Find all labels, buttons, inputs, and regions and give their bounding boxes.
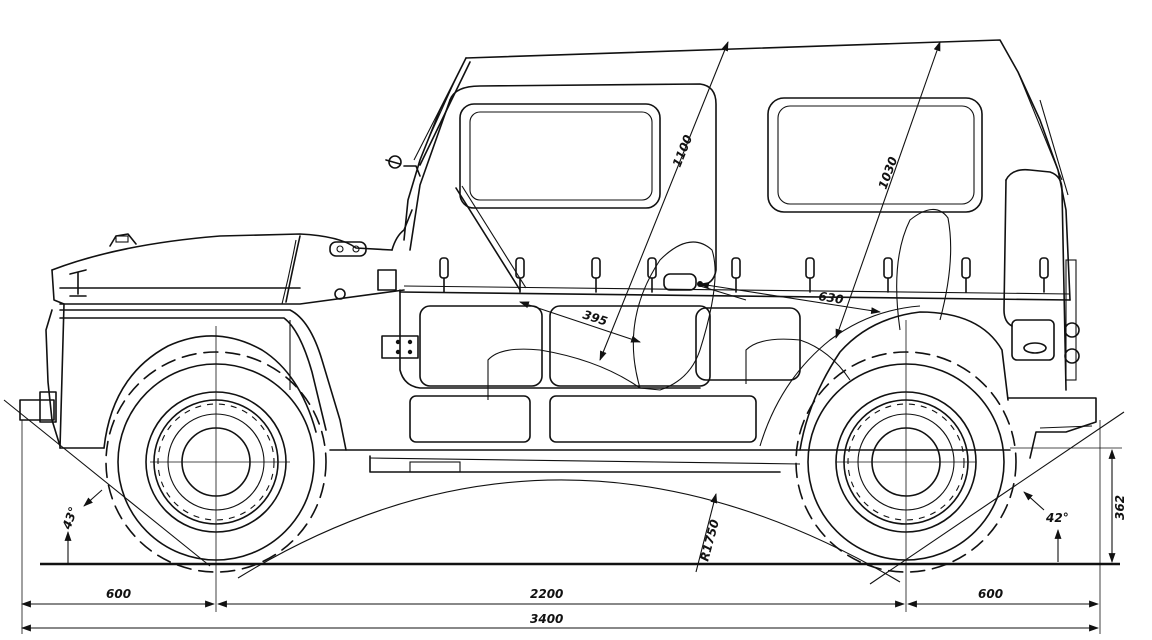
approach-angle-label: 43°: [59, 505, 80, 532]
clearance-arc: [237, 479, 901, 583]
clearance-dimension: [1010, 447, 1122, 563]
center-lines: [150, 320, 976, 612]
departure-angle-label: 42°: [1045, 511, 1069, 525]
rear-overhang-label: 600: [978, 587, 1003, 601]
rear-window: [767, 97, 983, 213]
clearance-radius-label: R1750: [697, 518, 722, 563]
front-overhang-label: 600: [106, 587, 131, 601]
ground-clearance-label: 362: [1113, 495, 1127, 520]
door-dim-b-label: 630: [818, 289, 845, 307]
tie-down-hooks: [439, 257, 1049, 293]
length-dimensions: [21, 420, 1101, 634]
rear-bumper: [1007, 397, 1097, 459]
angle-lines: [3, 399, 1125, 585]
wheelbase-label: 2200: [530, 587, 563, 601]
front-seat-height-label: 1100: [670, 133, 695, 169]
rear-seat-height-label: 1030: [876, 155, 901, 191]
body-panels: [329, 208, 1011, 473]
door-dim-a-label: 395: [581, 308, 609, 329]
interior-dimensions: [519, 41, 941, 361]
front-fender: [19, 303, 347, 451]
hood: [51, 155, 421, 359]
rear-corner: [1003, 168, 1080, 391]
overall-length-label: 3400: [530, 612, 563, 626]
